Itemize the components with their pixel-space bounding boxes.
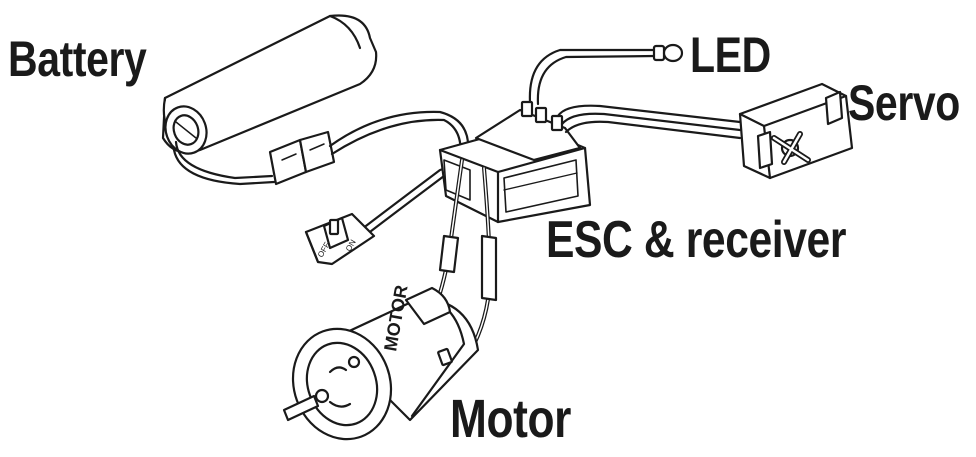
esc-power-wire <box>328 110 470 152</box>
battery-wire <box>174 140 274 180</box>
esc-receiver-unit <box>438 100 592 224</box>
heat-shrink <box>438 234 460 274</box>
power-switch <box>304 212 376 266</box>
switch-wire <box>356 158 472 234</box>
servo-label: Servo <box>848 75 960 131</box>
battery-label: Battery <box>8 31 147 87</box>
servo-wire <box>564 120 742 140</box>
led-label: LED <box>690 27 771 83</box>
esc-receiver-label: ESC & receiver <box>546 211 847 269</box>
led-light <box>652 43 684 63</box>
battery-connector <box>268 130 336 186</box>
battery-pack <box>161 14 378 155</box>
switch-wire <box>360 166 474 240</box>
battery-wire <box>172 148 276 186</box>
heat-shrink <box>480 234 498 302</box>
esc-power-wire <box>330 118 462 162</box>
servo-wire <box>556 104 742 124</box>
dc-motor <box>282 286 480 441</box>
motor-label: Motor <box>450 389 571 449</box>
servo-wire <box>560 112 742 132</box>
servo-unit <box>738 82 854 180</box>
led-wire <box>528 48 657 104</box>
led-wire <box>536 54 657 106</box>
